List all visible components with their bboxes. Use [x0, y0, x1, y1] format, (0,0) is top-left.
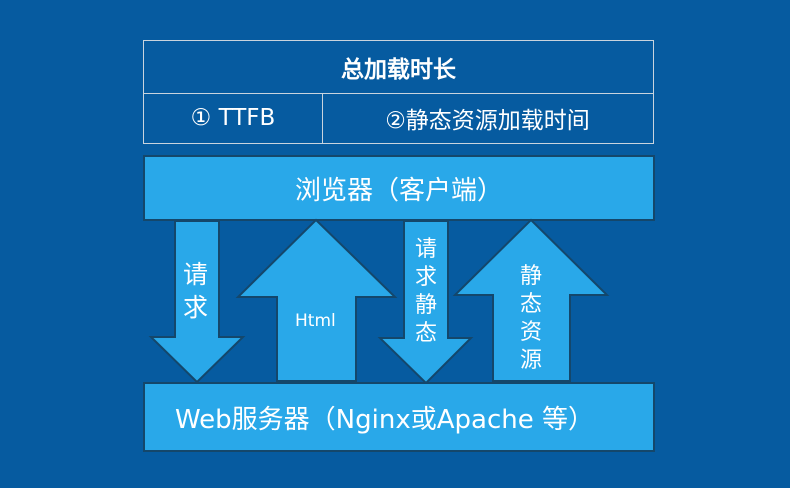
- browser-client-box: 浏览器（客户端）: [143, 155, 655, 221]
- static-resource-label: 静 态 资 源: [520, 263, 542, 375]
- web-server-box: Web服务器（Nginx或Apache 等）: [143, 382, 655, 452]
- static-request-label: 请 求 静 态: [415, 236, 437, 348]
- total-load-time-title: 总加载时长: [144, 41, 653, 94]
- request-down-arrow: [148, 220, 246, 384]
- static-request-down-arrow: [377, 220, 474, 385]
- char: 请: [415, 237, 438, 262]
- ttfb-cell: ① TTFB: [144, 93, 323, 143]
- char: 态: [415, 321, 438, 346]
- char: 请: [183, 260, 209, 289]
- static-resource-up-arrow: [452, 218, 610, 382]
- char: 静: [415, 293, 438, 318]
- char: 求: [415, 265, 438, 290]
- html-label: Html: [295, 311, 336, 331]
- load-time-table: 总加载时长 ① TTFB ②静态资源加载时间: [143, 40, 654, 144]
- browser-label: 浏览器（客户端）: [294, 175, 503, 206]
- char: 源: [520, 348, 543, 373]
- char: 态: [520, 292, 543, 317]
- request-label: 请 求: [183, 258, 208, 324]
- char: 资: [520, 320, 543, 345]
- char: 静: [520, 264, 543, 289]
- html-up-arrow: [235, 218, 398, 382]
- char: 求: [183, 293, 209, 322]
- static-load-time-cell: ②静态资源加载时间: [385, 108, 590, 134]
- server-label: Web服务器（Nginx或Apache 等）: [175, 404, 594, 435]
